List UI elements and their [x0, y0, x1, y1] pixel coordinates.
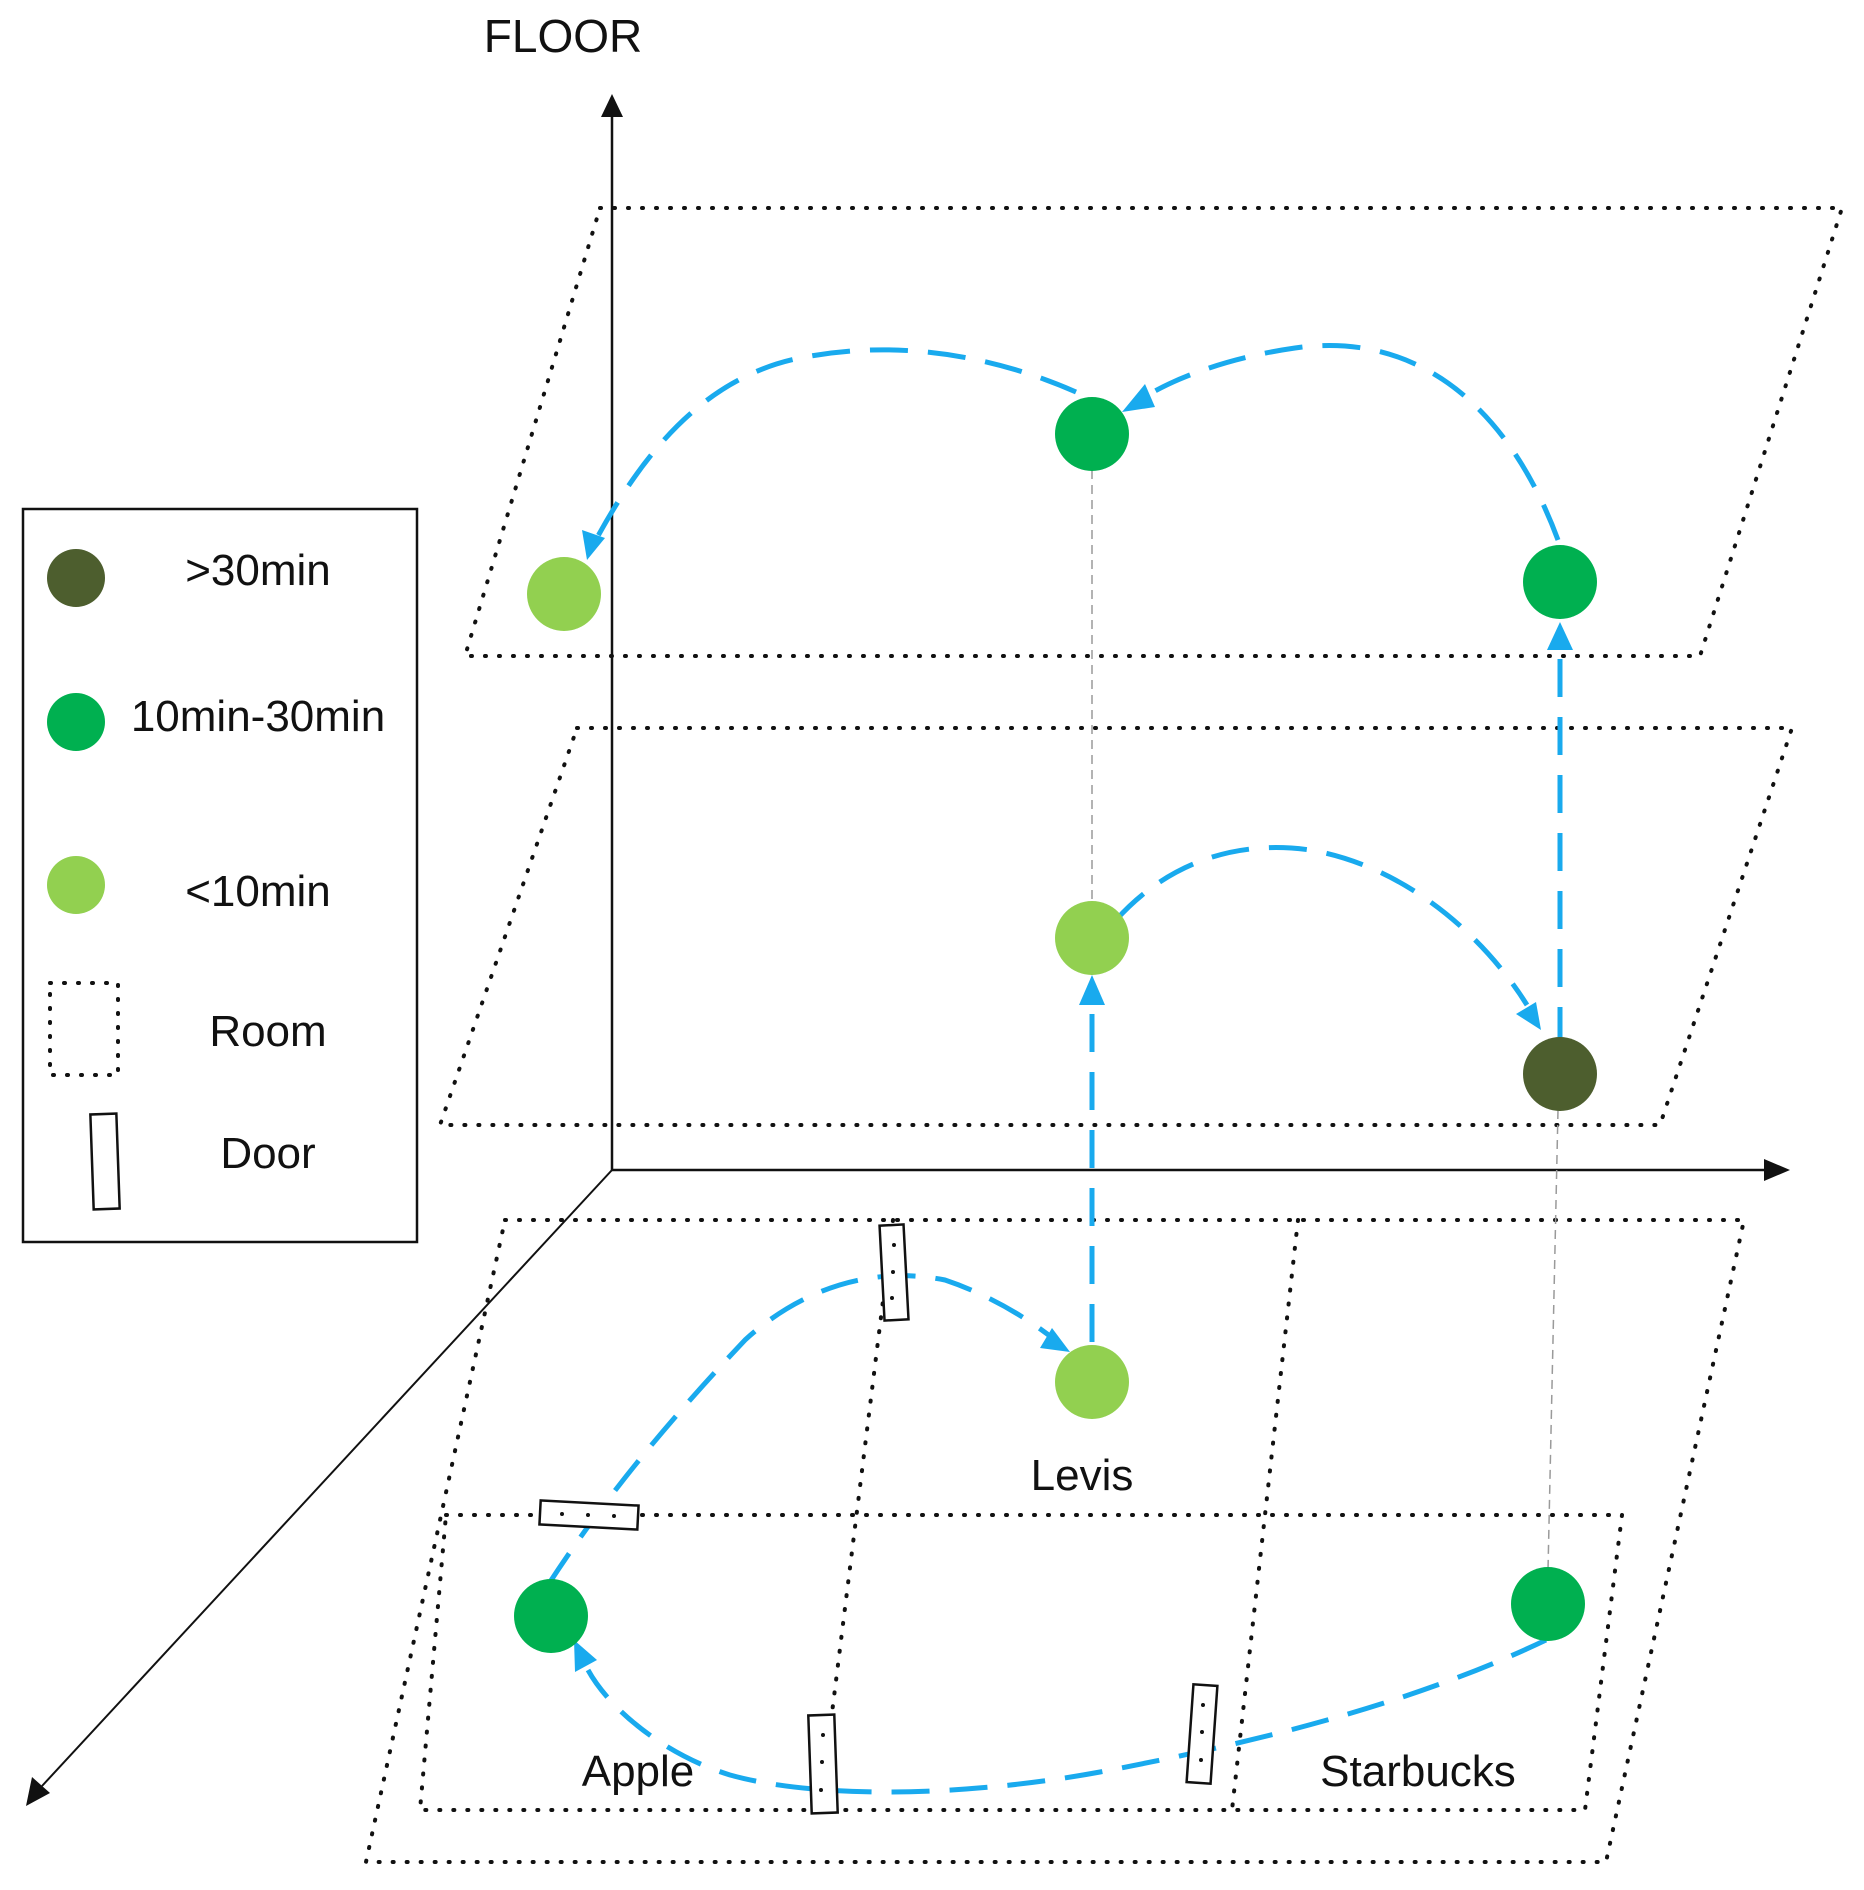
stay-point-f3-left — [527, 557, 601, 631]
legend-label-room: Room — [209, 1007, 326, 1056]
room-label-apple: Apple — [582, 1747, 695, 1796]
legend: >30min 10min-30min <10min Room Door — [21, 507, 419, 1244]
arrowhead-f3-center — [1122, 384, 1155, 412]
projection-line-right — [1547, 1109, 1559, 1571]
legend-label-door: Door — [220, 1129, 315, 1178]
stay-point-starbucks — [1511, 1567, 1585, 1641]
legend-label-mid: 10min-30min — [131, 692, 385, 741]
room-divider-right — [1230, 1218, 1300, 1812]
dotted-room-icon — [48, 981, 120, 1077]
stay-point-f2-center — [1055, 901, 1129, 975]
path-f1-apple-to-levis — [545, 1273, 1057, 1587]
arrowhead-f1-levis — [1040, 1328, 1070, 1352]
depth-axis — [41, 1169, 613, 1787]
door-icon — [1185, 1682, 1219, 1786]
stay-point-f2-right — [1523, 1037, 1597, 1111]
floor-1-plane — [363, 1218, 1747, 1864]
room-divider-left — [818, 1218, 895, 1812]
projection-lines — [1091, 470, 1559, 1571]
stay-points — [514, 397, 1597, 1653]
arrowhead-f2-right — [1516, 1002, 1541, 1030]
arrowhead-f1-up — [1079, 975, 1105, 1005]
room-label-levis: Levis — [1031, 1451, 1134, 1500]
arrowhead-f3-left — [582, 530, 605, 560]
legend-label-long: >30min — [185, 546, 331, 595]
room-label-starbucks: Starbucks — [1320, 1747, 1516, 1796]
door-icon — [878, 1223, 910, 1322]
legend-swatch-long — [47, 549, 105, 607]
stay-point-apple — [514, 1579, 588, 1653]
doors — [538, 1223, 1219, 1815]
arrowhead-f1-apple — [574, 1640, 597, 1672]
trajectory — [545, 342, 1573, 1795]
floor-2-plane — [437, 726, 1795, 1127]
arrowhead-f2-up — [1547, 622, 1573, 650]
floor-3-plane — [462, 206, 1845, 658]
floor-axis-label: FLOOR — [484, 10, 642, 62]
legend-swatch-mid — [47, 693, 105, 751]
door-icon — [538, 1499, 640, 1531]
legend-label-short: <10min — [185, 867, 331, 916]
depth-axis-arrow-icon — [26, 1777, 50, 1806]
legend-swatch-short — [47, 856, 105, 914]
door-icon — [807, 1713, 839, 1815]
path-f3-right-to-center — [1138, 342, 1561, 541]
stay-point-levis — [1055, 1345, 1129, 1419]
floor-axis-arrow-icon — [601, 94, 623, 117]
floor-planes — [363, 206, 1845, 1864]
horizontal-axis-arrow-icon — [1764, 1159, 1790, 1181]
stay-point-f3-center — [1055, 397, 1129, 471]
path-f2-center-to-right — [1114, 845, 1530, 1007]
door-icon — [89, 1112, 121, 1211]
axes: FLOOR — [26, 10, 1790, 1806]
path-f3-center-to-left — [595, 347, 1078, 538]
path-f1-starbucks-to-apple — [585, 1637, 1548, 1795]
floor-1-front-rooms — [417, 1513, 1625, 1812]
stay-point-f3-right — [1523, 545, 1597, 619]
